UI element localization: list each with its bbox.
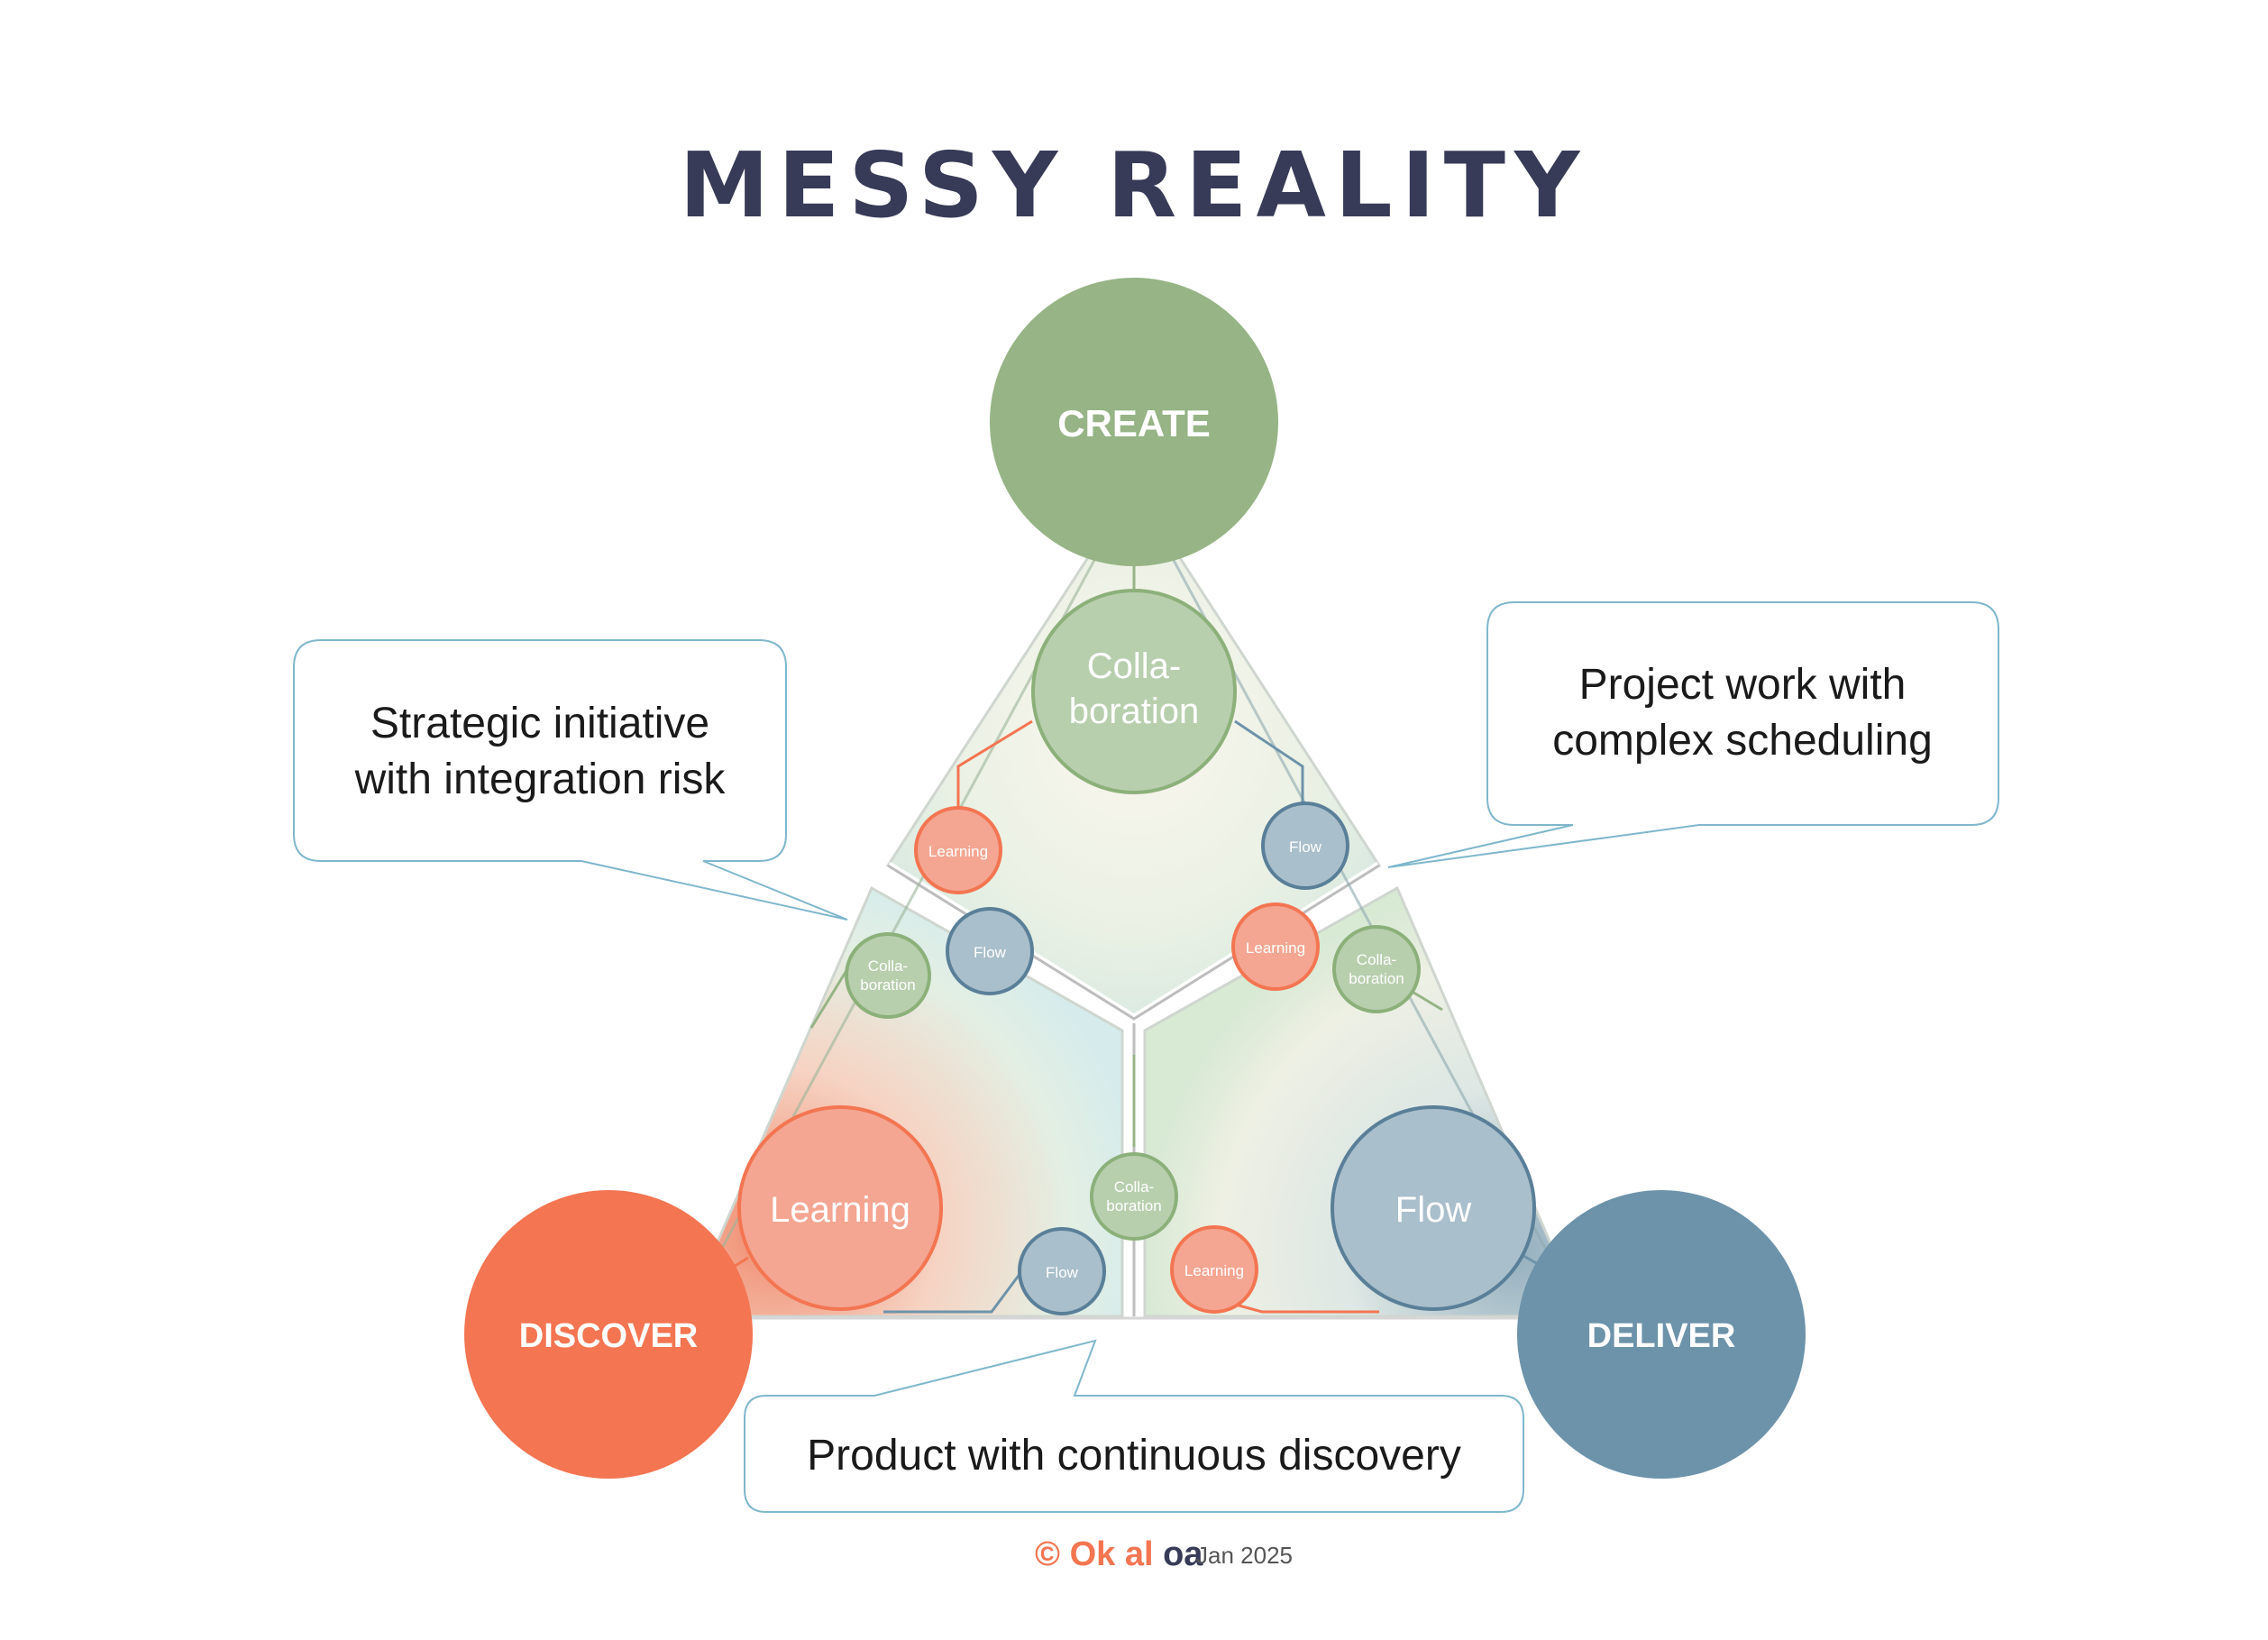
- create-hub: CREATE: [990, 278, 1278, 566]
- right-learning-bottom-circle: Learning: [1170, 1225, 1258, 1314]
- callout-bottom: Product with continuous discovery: [744, 1339, 1524, 1513]
- left-collab-label-2: boration: [860, 976, 915, 994]
- right-collaboration-circle: Colla- boration: [1332, 925, 1421, 1013]
- center-collab-label-1: Colla-: [1114, 1178, 1154, 1196]
- top-learning-circle: Learning: [914, 806, 1002, 894]
- left-flow-top-label: Flow: [974, 944, 1007, 961]
- discover-hub-label: DISCOVER: [519, 1317, 698, 1355]
- right-collab-label-2: boration: [1349, 970, 1404, 987]
- left-learning-label: Learning: [770, 1190, 910, 1230]
- left-collaboration-circle: Colla- boration: [845, 932, 931, 1019]
- deliver-hub: DELIVER: [1517, 1190, 1806, 1479]
- footer-logo: © Ok al oa: [1035, 1535, 1203, 1573]
- right-learning-top-label: Learning: [1246, 939, 1305, 957]
- center-collaboration-circle: Colla- boration: [1090, 1152, 1178, 1241]
- create-hub-label: CREATE: [1057, 402, 1211, 444]
- center-collab-label-2: boration: [1106, 1197, 1161, 1214]
- left-collab-label-1: Colla-: [868, 957, 908, 975]
- deliver-hub-label: DELIVER: [1587, 1317, 1736, 1355]
- callout-right-line1: Project work with: [1579, 661, 1907, 709]
- top-flow-label: Flow: [1289, 838, 1322, 856]
- brand-mid: al: [1125, 1535, 1154, 1573]
- callout-left: Strategic initiative with integration ri…: [293, 639, 848, 921]
- left-flow-bottom-circle: Flow: [1018, 1227, 1106, 1315]
- left-flow-top-circle: Flow: [946, 907, 1034, 995]
- right-collab-label-1: Colla-: [1357, 951, 1396, 968]
- brand-prefix: Ok: [1070, 1535, 1117, 1573]
- left-learning-circle: Learning: [737, 1105, 943, 1311]
- discover-hub: DISCOVER: [464, 1190, 753, 1479]
- callout-left-line1: Strategic initiative: [370, 700, 709, 747]
- right-flow-circle: Flow: [1331, 1105, 1536, 1311]
- callout-bottom-text: Product with continuous discovery: [807, 1432, 1461, 1480]
- right-flow-label: Flow: [1395, 1190, 1472, 1230]
- copyright-symbol: ©: [1035, 1535, 1060, 1573]
- footer-date: Jan 2025: [1196, 1542, 1293, 1569]
- right-learning-top-circle: Learning: [1231, 902, 1320, 991]
- left-flow-bottom-label: Flow: [1046, 1264, 1079, 1281]
- callout-right-line2: complex scheduling: [1552, 717, 1933, 765]
- top-collab-label-2: boration: [1069, 692, 1200, 731]
- top-learning-label: Learning: [928, 843, 988, 860]
- top-flow-circle: Flow: [1261, 802, 1349, 890]
- callout-left-line2: with integration risk: [354, 756, 727, 803]
- brand-suffix: oa: [1163, 1535, 1203, 1573]
- footer: © Ok al oa Jan 2025: [1035, 1535, 1293, 1573]
- right-learning-bottom-label: Learning: [1184, 1262, 1244, 1279]
- top-collab-label-1: Colla-: [1087, 646, 1181, 686]
- top-collaboration-circle: Colla- boration: [1031, 589, 1237, 794]
- page-title: MESSY REALITY: [680, 133, 1589, 238]
- callout-right: Project work with complex scheduling: [1387, 601, 1999, 868]
